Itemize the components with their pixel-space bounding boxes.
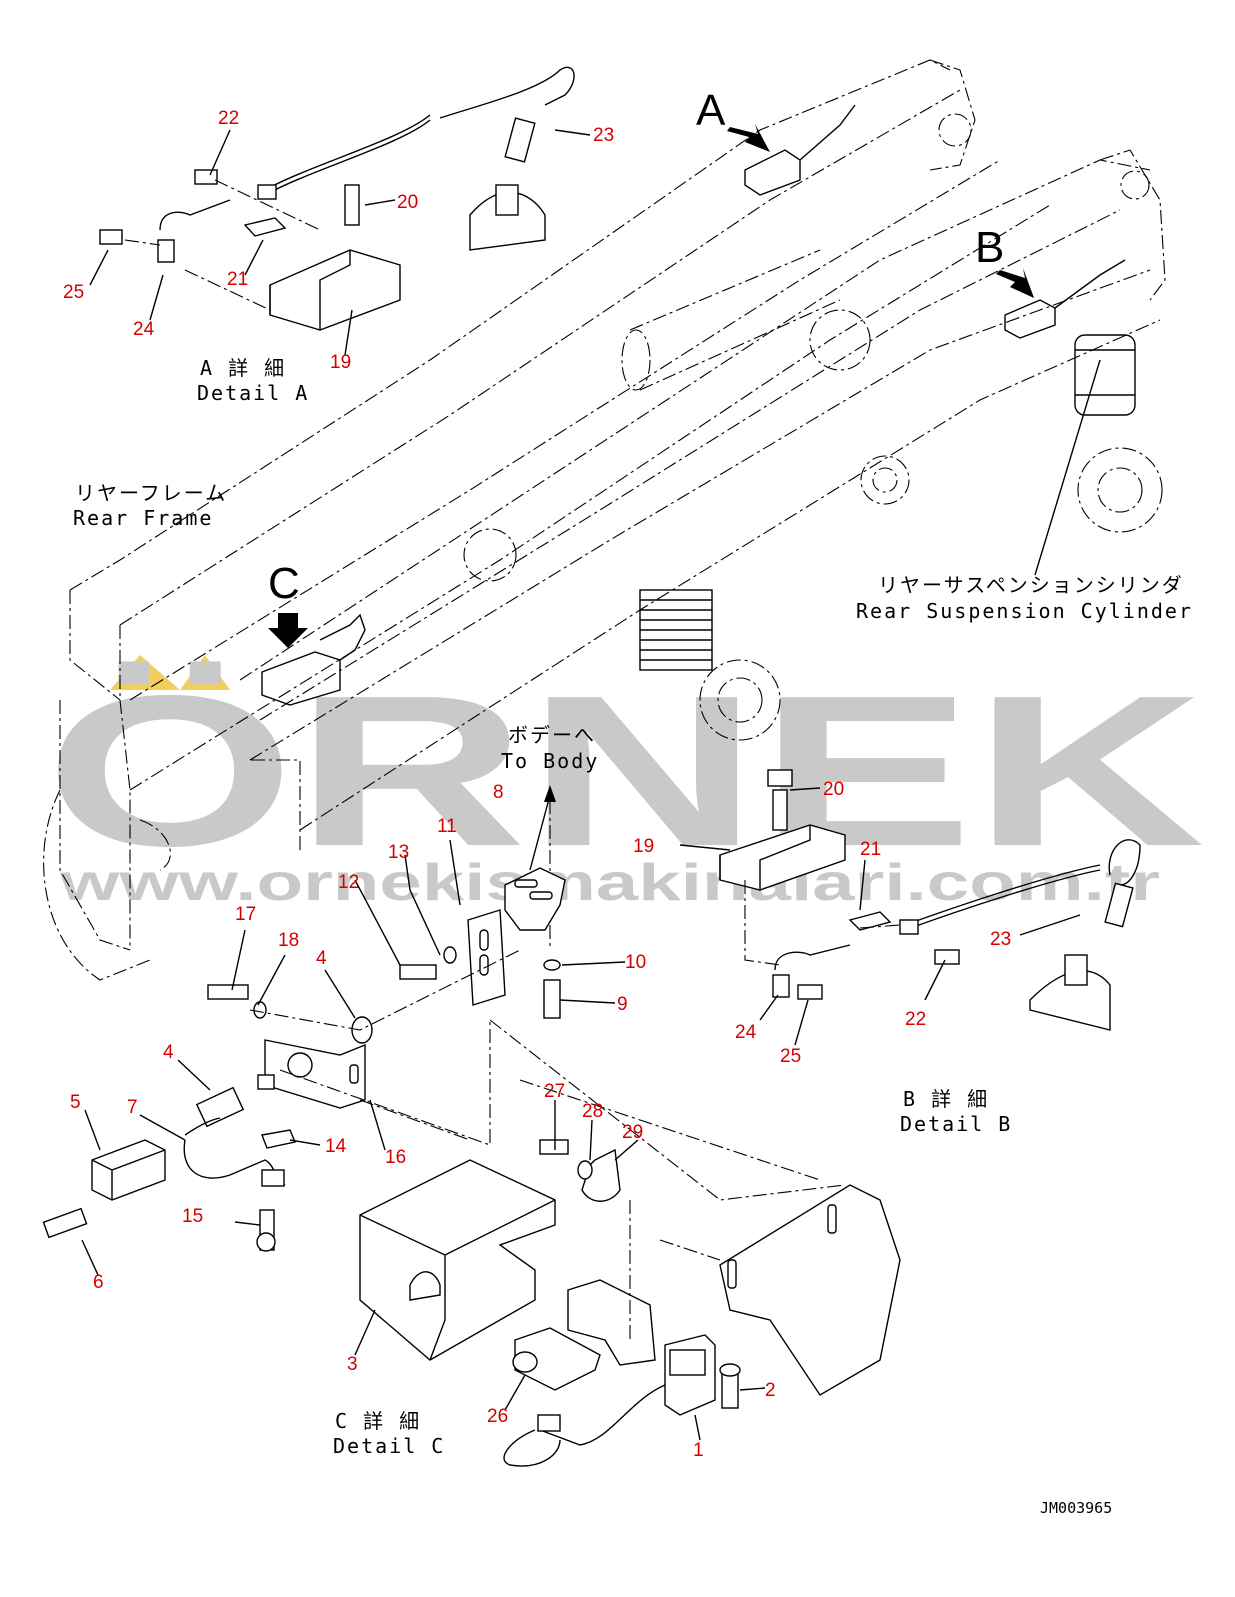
watermark-url: www.ornekismakinalari.com.tr [59,854,1160,912]
view-marker-a: A [696,86,770,152]
callout-c14: 14 [325,1136,347,1157]
rear-susp-en: Rear Suspension Cylinder [856,599,1193,623]
callout-a21: 21 [227,269,248,290]
detail-b-drawing [679,769,1141,1046]
watermark-brand: ÖRNEK [45,650,1205,891]
callout-b23: 23 [990,929,1011,950]
callout-c4a: 4 [316,948,327,969]
watermark-accent [180,655,230,690]
view-marker-label: B [975,223,1004,272]
callout-b21: 21 [860,839,881,860]
rear-susp-leader [1034,359,1101,576]
callout-b19: 19 [633,836,654,857]
callout-c27: 27 [544,1081,565,1102]
callout-b24: 24 [735,1022,757,1043]
detail-b-en: Detail B [900,1112,1012,1136]
rear-frame-jp: リヤーフレーム [75,481,227,505]
detail-a-en: Detail A [197,381,309,405]
detail-c-en: Detail C [333,1434,445,1458]
callout-c17: 17 [235,904,256,925]
callout-a24: 24 [133,319,155,340]
to-body-en: To Body [501,749,599,773]
callout-a23: 23 [593,125,614,146]
callout-a25: 25 [63,282,84,303]
rear-susp-jp: リヤーサスペンションシリンダ [878,573,1184,597]
callout-c18: 18 [278,930,299,951]
callout-c16: 16 [385,1147,406,1168]
callout-c8: 8 [493,782,504,803]
callout-c29: 29 [622,1122,643,1143]
view-marker-label: A [696,86,726,135]
watermark-accent [110,655,180,690]
callout-c3: 3 [347,1354,358,1375]
callout-a20: 20 [397,192,418,213]
callout-c26: 26 [487,1406,508,1427]
callout-b20: 20 [823,779,844,800]
callout-c10: 10 [625,952,646,973]
detail-a-drawing [89,66,591,356]
rear-frame-en: Rear Frame [73,506,213,530]
callout-c6: 6 [93,1272,104,1293]
callout-b22: 22 [905,1009,926,1030]
detail-c-drawing [42,794,901,1467]
callout-a19: 19 [330,352,351,373]
callout-c11: 11 [437,816,457,837]
callout-c12: 12 [338,872,359,893]
callout-c7: 7 [127,1097,138,1118]
arrow-icon [727,124,770,152]
callout-c13: 13 [388,842,409,863]
arrow-icon [996,268,1034,298]
callout-a22: 22 [218,108,239,129]
detail-b-jp: B 詳 細 [903,1087,989,1111]
callout-c5: 5 [70,1092,81,1113]
callout-c9: 9 [617,994,628,1015]
detail-c-jp: C 詳 細 [335,1409,421,1433]
callout-c2: 2 [765,1380,776,1401]
drawing-code: JM003965 [1040,1499,1112,1517]
callout-c28: 28 [582,1101,603,1122]
callout-c1: 1 [693,1440,704,1461]
arrow-icon [268,613,308,648]
callout-c4b: 4 [163,1042,174,1063]
callout-c15: 15 [182,1206,203,1227]
watermark: ÖRNEK www.ornekismakinalari.com.tr [45,650,1205,912]
detail-a-jp: A 詳 細 [200,356,286,380]
view-marker-c: C [268,559,308,648]
arrow-up-icon [544,785,556,802]
view-marker-b: B [975,223,1034,298]
callout-b25: 25 [780,1046,801,1067]
rear-frame-drawing [43,59,1166,981]
view-marker-label: C [268,559,300,608]
to-body-jp: ボデーへ [508,723,596,747]
